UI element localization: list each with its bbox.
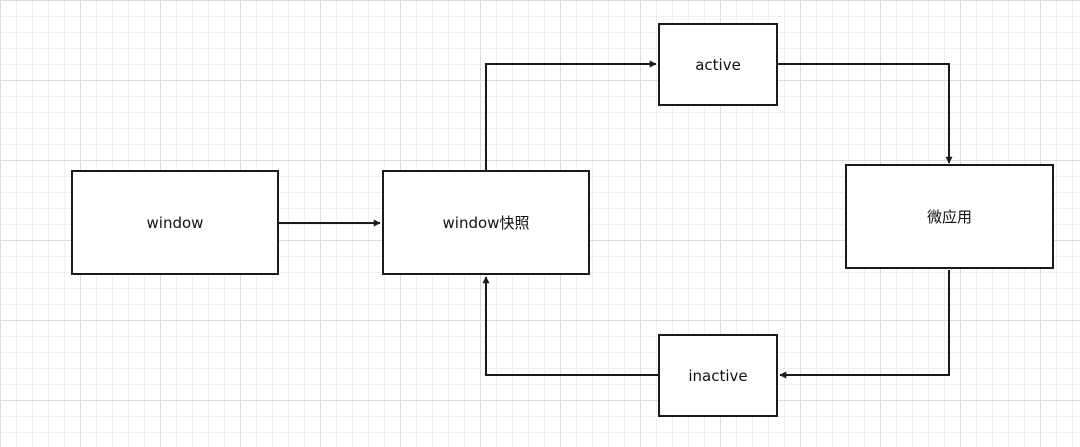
node-window-label: window — [146, 213, 204, 232]
edge-active-to-micro-app — [778, 63, 953, 164]
edge-inactive-to-snapshot — [482, 276, 658, 376]
node-window-snapshot-label: window快照 — [442, 214, 530, 232]
node-inactive-label: inactive — [688, 366, 748, 385]
node-window[interactable]: window — [71, 170, 279, 275]
node-active-label: active — [695, 55, 741, 74]
node-active[interactable]: active — [658, 23, 778, 106]
node-micro-app[interactable]: 微应用 — [845, 164, 1054, 269]
edge-snapshot-to-active — [485, 60, 657, 170]
node-inactive[interactable]: inactive — [658, 334, 778, 417]
node-window-snapshot[interactable]: window快照 — [382, 170, 590, 275]
node-micro-app-label: 微应用 — [926, 208, 972, 226]
edge-micro-app-to-inactive — [779, 270, 950, 379]
